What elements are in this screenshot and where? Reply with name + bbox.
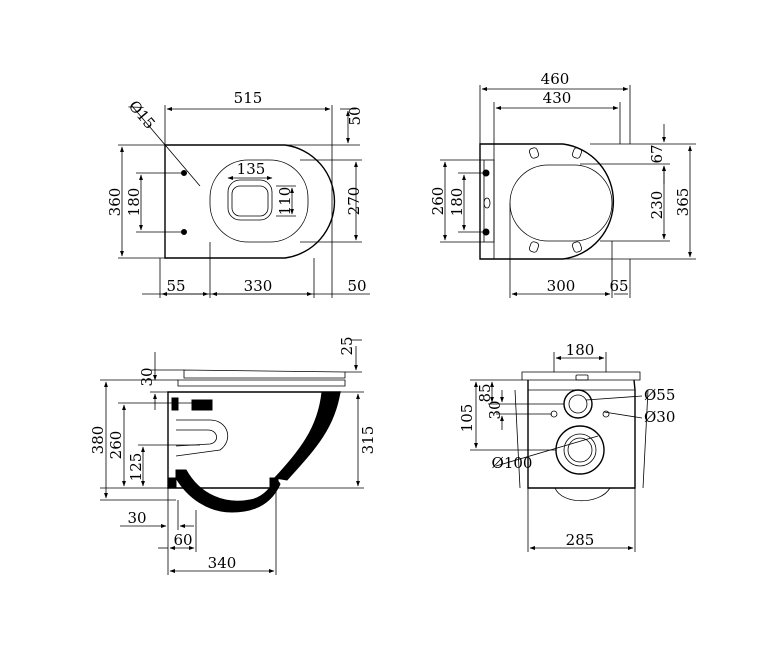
dim-inlet-height: 125 [127,453,145,482]
dim-seat-inner-length: 430 [543,89,572,107]
dim-opening-length: 135 [237,160,266,178]
dim-seat-width: 260 [429,187,447,216]
dim-hole-spacing: 180 [125,188,143,217]
dim-outer-width: 365 [674,188,692,217]
dim-base-width: 285 [566,531,595,549]
seat-view-dimensions: 460 430 67 260 180 230 365 [429,70,696,298]
top-view: 515 50 Ø15 360 180 135 110 270 [106,89,370,298]
outlet-circle [555,425,605,475]
dim-wall-gap: 30 [127,509,146,527]
rear-view: 180 105 85 30 Ø55 Ø30 Ø100 285 [458,341,675,552]
side-view: 25 30 380 260 125 315 30 [89,336,377,575]
dim-bowl-length: 330 [244,277,273,295]
seat-view-outline [479,143,615,260]
dim-hinge-depth: 67 [648,144,666,163]
dim-inlet-diameter: Ø55 [644,386,675,404]
dim-bowl-width: 270 [345,187,363,216]
dim-hole-diameter: Ø15 [125,97,159,133]
side-view-dimensions: 25 30 380 260 125 315 30 [89,336,377,575]
dim-overall-width: 360 [106,188,124,217]
top-view-dimensions: 515 50 Ø15 360 180 135 110 270 [106,89,370,298]
dim-overall-length: 515 [234,89,263,107]
dim-opening-length-seat: 300 [547,277,576,295]
dim-outlet-length: 60 [173,531,192,549]
dim-opening-width: 110 [276,187,294,216]
dim-front-offset: 50 [347,277,366,295]
dim-bowl-height: 315 [359,426,377,455]
inlet-circle [563,389,593,419]
dim-overall-depth: 340 [208,554,237,572]
rear-view-outline [514,371,649,501]
dim-rear-offset: 55 [166,277,185,295]
rear-view-dimensions: 180 105 85 30 Ø55 Ø30 Ø100 285 [458,341,675,552]
side-view-outline [167,369,346,513]
bolt-hole-right [602,410,610,418]
seat-view: 460 430 67 260 180 230 365 [429,70,696,298]
dim-top-width: 180 [566,341,595,359]
dim-outlet-offset: 105 [458,404,476,433]
dim-upper-offset: 85 [476,383,494,402]
dim-hinge-spacing: 180 [448,188,466,217]
dim-bolt-offset: 30 [486,400,504,419]
dim-front-lip: 65 [609,277,628,295]
dim-bowl-setback: 50 [346,106,364,125]
dim-outlet-height: 260 [107,431,125,460]
dim-seat-length: 460 [541,70,570,88]
dim-seat-thickness: 25 [338,336,356,355]
dim-rim-height: 30 [138,367,156,386]
dim-inner-width: 230 [648,191,666,220]
dim-overall-height: 380 [89,426,107,455]
dim-outlet-diameter: Ø100 [492,454,533,472]
dim-bolt-diameter: Ø30 [644,408,675,426]
